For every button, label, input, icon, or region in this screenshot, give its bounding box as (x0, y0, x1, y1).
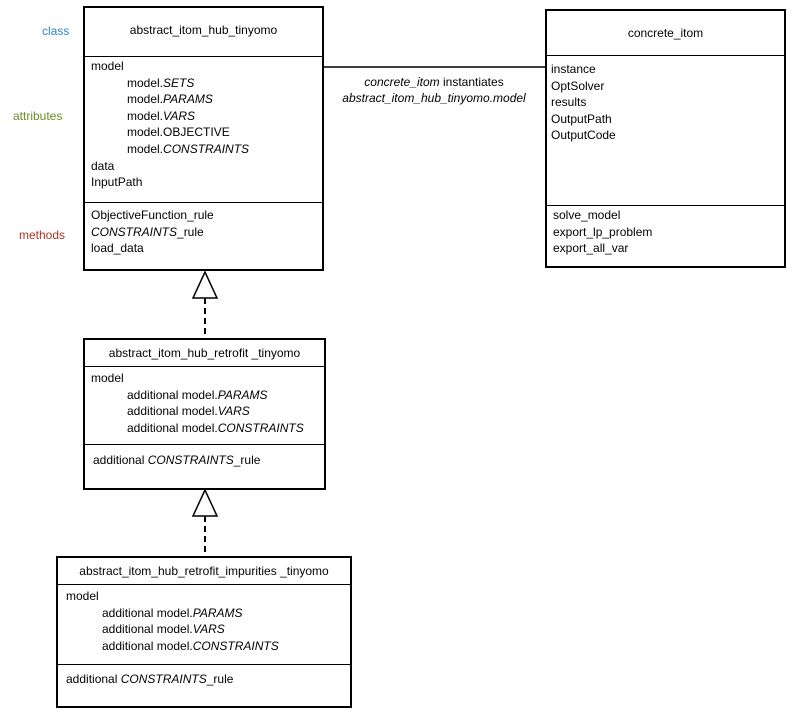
method-item: additional CONSTRAINTS_rule (93, 453, 261, 467)
attribute-item: OutputCode (551, 128, 616, 143)
class-abstract-itom-hub-retrofit-tinyomo[interactable]: abstract_itom_hub_retrofit _tinyomo mode… (83, 338, 326, 490)
legend-class: class (42, 24, 70, 38)
legend-methods: methods (19, 228, 66, 242)
realization-arrow-1 (191, 270, 219, 299)
attribute-item: model (66, 589, 99, 603)
class-name: abstract_itom_hub_retrofit_impurities _t… (79, 564, 329, 578)
method-item: additional CONSTRAINTS_rule (66, 672, 234, 686)
class-name: abstract_itom_hub_tinyomo (129, 23, 278, 37)
legend-attributes: attributes (13, 109, 63, 123)
method-item: export_lp_problem (553, 224, 653, 239)
association-label: concrete_itom instantiates abstract_itom… (330, 74, 538, 106)
attribute-item: OutputPath (551, 111, 612, 126)
attribute-item: model.VARS (127, 108, 196, 123)
attribute-item: additional model.CONSTRAINTS (127, 420, 304, 435)
association-line-1: concrete_itom instantiates (364, 75, 504, 89)
attributes-section (547, 55, 784, 205)
attribute-item: data (91, 158, 115, 173)
attributes-section (58, 584, 350, 664)
attribute-item: additional model.VARS (127, 404, 250, 419)
attributes-section (85, 56, 322, 202)
attribute-item: model (91, 59, 124, 73)
methods-section (85, 444, 324, 488)
attribute-item: model.SETS (127, 75, 195, 90)
method-item: CONSTRAINTS_rule (91, 224, 204, 239)
attribute-item: results (551, 95, 587, 110)
attribute-item: model.PARAMS (127, 92, 213, 107)
method-item: load_data (91, 241, 144, 256)
methods-section (85, 202, 322, 269)
class-name: abstract_itom_hub_retrofit _tinyomo (108, 346, 301, 360)
attribute-item: InputPath (91, 175, 143, 190)
attribute-item: additional model.CONSTRAINTS (102, 638, 279, 653)
association-line-2: abstract_itom_hub_tinyomo.model (342, 91, 526, 105)
class-abstract-itom-hub-retrofit-impurities-tinyomo[interactable]: abstract_itom_hub_retrofit_impurities _t… (56, 556, 352, 708)
methods-section (547, 205, 784, 266)
method-item: solve_model (553, 208, 621, 222)
attribute-item: model.OBJECTIVE (127, 125, 230, 140)
attribute-item: model.CONSTRAINTS (127, 142, 250, 156)
method-item: export_all_var (553, 241, 629, 256)
attribute-item: instance (551, 62, 596, 76)
methods-section (58, 664, 350, 706)
attributes-section (85, 366, 324, 444)
attribute-item: additional model.PARAMS (102, 605, 243, 620)
attribute-item: model (91, 371, 124, 385)
method-item: ObjectiveFunction_rule (91, 208, 214, 222)
attribute-item: additional model.VARS (102, 622, 225, 637)
realization-arrow-2 (191, 488, 219, 517)
class-name: concrete_itom (627, 26, 704, 40)
attribute-item: additional model.PARAMS (127, 387, 268, 402)
attribute-item: OptSolver (551, 78, 605, 93)
